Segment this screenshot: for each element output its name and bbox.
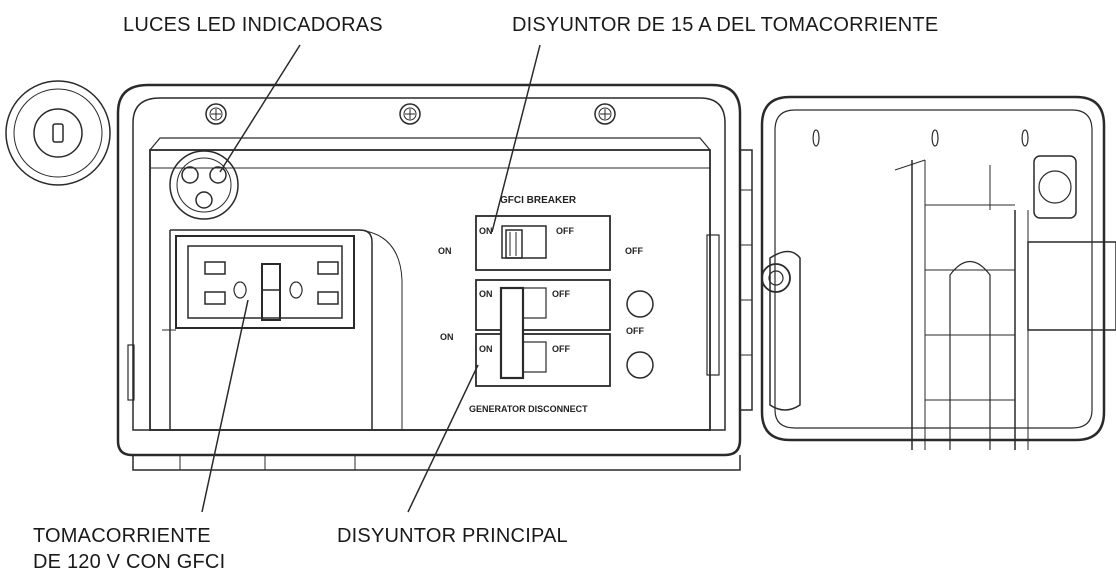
gfci-breaker-label: GFCI BREAKER <box>500 195 577 206</box>
off-label: OFF <box>556 226 574 236</box>
leader-line <box>219 44 301 173</box>
callout-outlet-line-1: TOMACORRIENTE <box>33 525 211 547</box>
on-label: ON <box>479 344 493 354</box>
on-label: ON <box>438 246 452 256</box>
on-label: ON <box>479 289 493 299</box>
lock-cylinder-icon <box>5 80 111 186</box>
on-label: ON <box>440 332 454 342</box>
housing-body <box>116 83 742 471</box>
main-breaker-switch: ON OFF ON OFF <box>475 279 611 387</box>
indicator-circle <box>626 290 654 318</box>
indicator-circle <box>626 351 654 379</box>
gfci-outlet <box>162 229 403 430</box>
screw-icon <box>205 103 227 125</box>
off-label: OFF <box>625 246 643 256</box>
leader-line <box>201 299 249 513</box>
gfci-breaker-switch: ON OFF <box>475 215 611 271</box>
breaker-panel: GFCI BREAKER ON OFF ON OFF ON OFF ON OFF… <box>438 195 654 414</box>
callout-120v-gfci-outlet: TOMACORRIENTE DE 120 V CON GFCI <box>33 523 225 575</box>
leader-line <box>491 44 541 233</box>
led-indicator-lights <box>169 150 239 220</box>
off-label: OFF <box>626 326 644 336</box>
leader-line <box>407 364 479 513</box>
screw-icon <box>399 103 421 125</box>
callout-15a-outlet-breaker: DISYUNTOR DE 15 A DEL TOMACORRIENTE <box>512 14 939 36</box>
open-cover-door <box>760 95 1116 450</box>
on-label: ON <box>479 226 493 236</box>
hinge <box>706 149 753 411</box>
callout-main-breaker: DISYUNTOR PRINCIPAL <box>337 525 568 547</box>
screw-icon <box>594 103 616 125</box>
off-label: OFF <box>552 289 570 299</box>
off-label: OFF <box>552 344 570 354</box>
callout-outlet-line-2: DE 120 V CON GFCI <box>33 551 226 573</box>
callout-led-indicator-lights: LUCES LED INDICADORAS <box>123 14 383 36</box>
generator-disconnect-label: GENERATOR DISCONNECT <box>469 404 588 414</box>
